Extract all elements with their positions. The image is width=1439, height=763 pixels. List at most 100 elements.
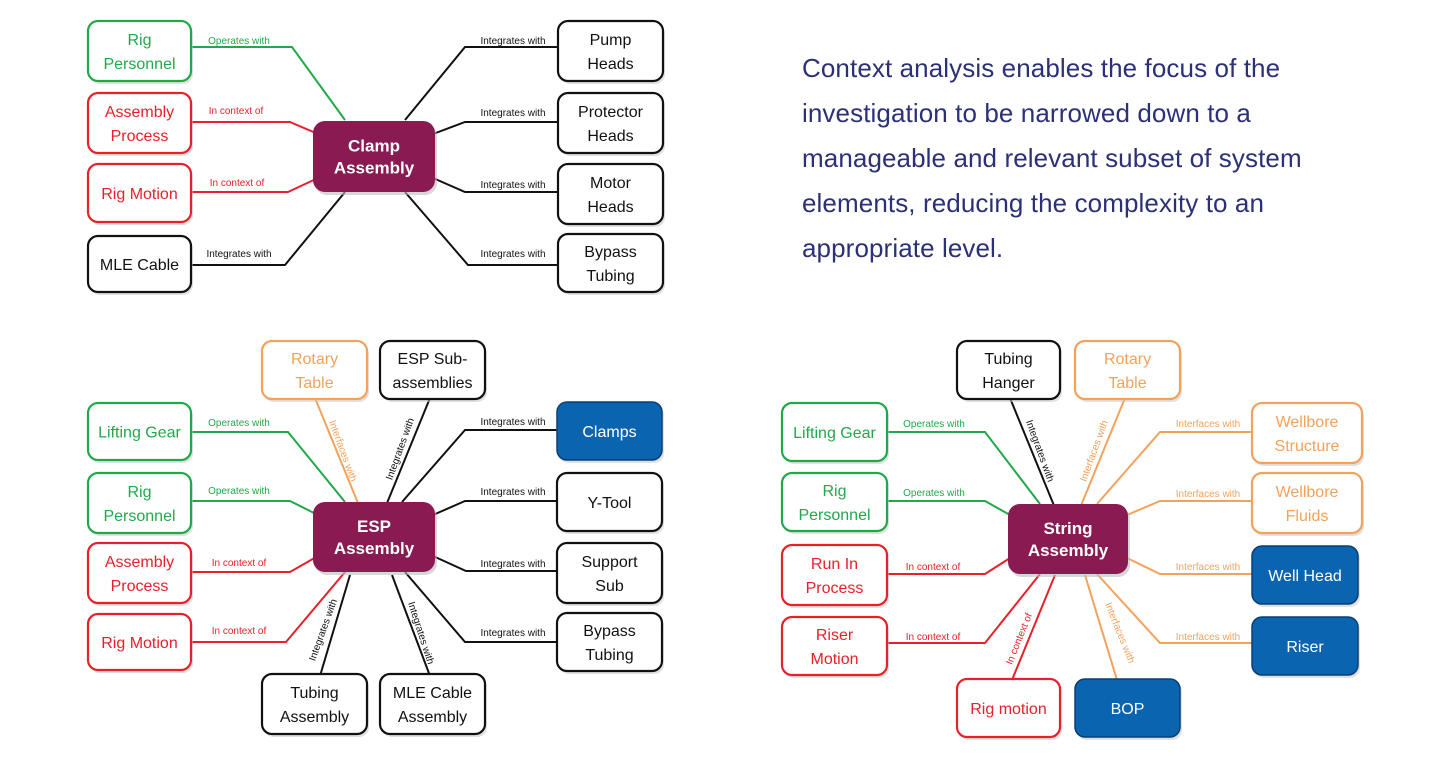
node-label: Assembly <box>105 554 174 571</box>
connector-line <box>391 574 431 677</box>
connector-label: Operates with <box>208 418 270 429</box>
node-clamp-mle-cable: MLE Cable <box>86 234 193 295</box>
connector-line <box>384 397 431 509</box>
node-label: Personnel <box>103 508 175 525</box>
connector-line <box>432 555 558 572</box>
node-string-run-in-process: Run In Process <box>780 543 889 608</box>
node-label: Protector <box>578 104 644 121</box>
node-label: Tubing <box>984 351 1032 368</box>
connector-label: Integrates with <box>480 487 545 498</box>
connector-label: In context of <box>210 178 265 189</box>
connector-label: Integrates with <box>480 417 545 428</box>
connector-label: In context of <box>1004 612 1035 667</box>
connector-label: Operates with <box>208 36 270 47</box>
node-label: BOP <box>1111 701 1145 718</box>
node-label: Personnel <box>103 56 175 73</box>
node-label: Bypass <box>584 244 636 261</box>
node-label: Well Head <box>1268 568 1342 585</box>
node-label: Rotary <box>1104 351 1151 368</box>
node-label: Tubing <box>290 685 338 702</box>
node-label: Motor <box>590 175 632 192</box>
connector-line <box>319 574 351 677</box>
connector-line <box>404 571 558 643</box>
node-label: Support <box>581 554 638 571</box>
node-string-rig-motion: Rig motion <box>955 677 1062 740</box>
connector-line <box>432 177 560 193</box>
node-string-riser: Riser <box>1251 616 1360 678</box>
connector-line <box>190 500 319 516</box>
description-line: appropriate level. <box>802 233 1004 263</box>
connector-line <box>404 191 560 266</box>
node-label: Process <box>806 580 864 597</box>
node-label: Process <box>111 578 169 595</box>
node-label: Clamps <box>582 424 636 441</box>
node-label: Table <box>1108 375 1146 392</box>
connector-line <box>190 191 346 266</box>
hub-label: Assembly <box>1028 541 1109 560</box>
connector-label: Interfaces with <box>1176 562 1240 573</box>
connector-label: Interfaces with <box>1176 489 1240 500</box>
connector-label: In context of <box>212 558 267 569</box>
connector-label: Integrates with <box>480 628 545 639</box>
connector-label: Integrates with <box>480 249 545 260</box>
node-esp-rig-motion: Rig Motion <box>86 612 193 673</box>
node-label: Tubing <box>586 268 634 285</box>
node-label: Tubing <box>585 647 633 664</box>
node-label: Assembly <box>105 104 174 121</box>
connector-label: Integrates with <box>1023 419 1056 484</box>
node-label: assemblies <box>392 375 472 392</box>
connector-label: Interfaces with <box>1176 632 1240 643</box>
connector-line <box>190 46 346 121</box>
connector-line <box>1126 500 1253 516</box>
node-label: Assembly <box>280 709 349 726</box>
connector-label: Interfaces with <box>326 419 358 483</box>
node-label: Rotary <box>291 351 338 368</box>
node-esp-lifting-gear: Lifting Gear <box>86 401 193 463</box>
connector-line <box>885 431 1041 505</box>
connector-line <box>1126 557 1253 575</box>
node-label: Heads <box>587 128 633 145</box>
node-string-well-head: Well Head <box>1251 545 1360 607</box>
node-label: Rig motion <box>970 701 1046 718</box>
description-line: investigation to be narrowed down to a <box>802 98 1251 128</box>
hub-label: ESP <box>357 517 391 536</box>
connector-line <box>1096 573 1253 644</box>
node-label: Rig Motion <box>101 186 177 203</box>
node-label: Process <box>111 128 169 145</box>
node-label: Table <box>295 375 333 392</box>
connector-line <box>190 177 319 193</box>
connector-label: Interfaces with <box>1176 419 1240 430</box>
connector-label: In context of <box>212 626 267 637</box>
connector-label: In context of <box>906 562 961 573</box>
node-label: Personnel <box>798 507 870 524</box>
node-label: Sub <box>595 578 624 595</box>
node-label: Rig <box>127 484 151 501</box>
node-label: Run In <box>811 556 858 573</box>
connector-label: Integrates with <box>307 598 340 663</box>
hub-label: Assembly <box>334 159 415 178</box>
connector-line <box>432 121 560 135</box>
connector-label: Operates with <box>903 488 965 499</box>
connector-line <box>1079 397 1126 509</box>
connector-label: In context of <box>906 632 961 643</box>
connector-line <box>1011 574 1056 681</box>
hub-label: String <box>1043 519 1092 538</box>
node-label: Lifting Gear <box>793 425 876 442</box>
node-label: Pump <box>590 32 632 49</box>
connector-line <box>1084 574 1118 681</box>
node-label: Rig Motion <box>101 635 177 652</box>
connector-line <box>401 429 558 503</box>
node-label: Y-Tool <box>588 495 632 512</box>
